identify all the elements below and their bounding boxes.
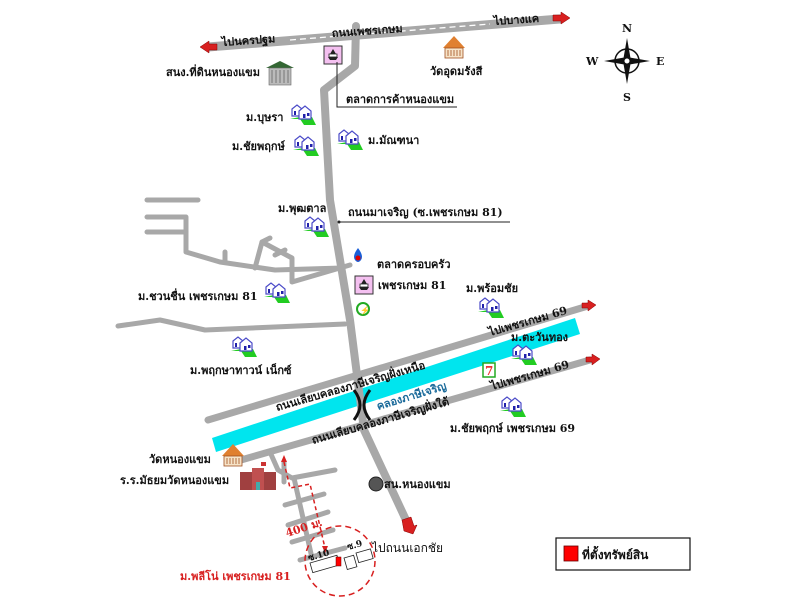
police-station-icon <box>368 476 384 492</box>
government-building-icon <box>266 61 294 86</box>
north-bank-road <box>204 302 592 424</box>
label-family-market: ตลาดครอบครัว <box>377 258 451 271</box>
south-bank-road <box>230 356 594 466</box>
label-market-nongkhaem: ตลาดการค้าหนองแขม <box>346 93 454 106</box>
compass-w: W <box>585 55 599 68</box>
label-police: สน.หนองแขม <box>384 478 451 491</box>
route-path <box>283 461 326 549</box>
label-tawanthong: ม.ตะวันทอง <box>511 331 568 344</box>
label-soi9: ซ.9 <box>346 539 364 553</box>
label-school: ร.ร.มัธยมวัดหนองแขม <box>120 474 229 487</box>
label-wat-udom: วัดอุดมรังสี <box>430 65 483 79</box>
canal <box>212 318 580 452</box>
arrow-icon <box>585 353 601 366</box>
arrow-down-icon <box>401 516 418 535</box>
label-phuttan: ม.พุฒตาล <box>278 202 327 216</box>
power-station-icon <box>356 302 370 316</box>
compass-e: E <box>656 55 664 68</box>
house-icon <box>263 282 291 304</box>
market-icon <box>354 275 374 295</box>
legend: ที่ตั้งทรัพย์สิน <box>555 537 691 571</box>
label-land-office: สนง.ที่ดินหนองแขม <box>166 64 260 79</box>
macharoen-road <box>320 22 410 524</box>
label-buraa: ม.บุษรา <box>246 111 283 125</box>
house-icon <box>289 104 317 126</box>
property-lots <box>309 548 374 574</box>
house-icon <box>477 297 505 319</box>
arrow-right-icon <box>552 11 571 25</box>
label-chaiyaphruek: ม.ชัยพฤกษ์ <box>232 140 286 153</box>
label-to-nakhon-pathom: ไปนครปฐม <box>219 31 276 50</box>
label-to-bang-khae: ไปบางแค <box>491 11 539 28</box>
compass-n: N <box>622 22 632 35</box>
label-phetkasem: ถนนเพชรเกษม <box>331 22 403 40</box>
property-marker <box>335 556 342 567</box>
house-icon <box>292 135 320 157</box>
label-montana: ม.มัณฑนา <box>368 134 419 147</box>
seven-eleven-icon: 7 <box>482 362 496 378</box>
school-icon <box>240 462 276 490</box>
arrow-left-icon <box>199 40 218 54</box>
compass-icon <box>604 38 650 84</box>
property-area-circle <box>304 525 376 597</box>
label-chaiyaphruek69: ม.ชัยพฤกษ์ เพชรเกษม 69 <box>450 422 575 435</box>
house-icon <box>336 129 364 151</box>
label-phruksa: ม.พฤกษาทาวน์ เน็กซ์ <box>190 363 292 377</box>
compass-s: S <box>623 91 631 104</box>
temple-icon <box>442 35 466 59</box>
legend-label: ที่ตั้งทรัพย์สิน <box>582 545 649 562</box>
house-icon <box>302 216 330 238</box>
side-roads <box>115 197 353 563</box>
house-icon <box>230 336 258 358</box>
bridge-icon <box>352 389 372 421</box>
label-macharoen-road: ถนนมาเจริญ (ซ.เพชรเกษม 81) <box>348 206 503 219</box>
label-to-ekachai: ไปถนนเอกชัย <box>371 541 443 555</box>
svg-text:⚡: ⚡ <box>360 305 370 315</box>
label-family-market-2: เพชรเกษม 81 <box>378 279 446 292</box>
market-icon <box>323 45 343 65</box>
label-wat-nongkhaem: วัดหนองแขม <box>149 453 211 466</box>
house-icon <box>499 396 527 418</box>
road-centerline <box>289 23 491 41</box>
leader-line <box>336 62 457 108</box>
label-pleno: ม.พลีโน่ เพชรเกษม 81 <box>180 569 291 583</box>
label-chuanchuen: ม.ชวนชื่น เพชรเกษม 81 <box>138 288 258 303</box>
svg-text:7: 7 <box>485 364 493 378</box>
arrow-icon <box>581 299 597 312</box>
label-promchai: ม.พร้อมชัย <box>466 282 518 295</box>
